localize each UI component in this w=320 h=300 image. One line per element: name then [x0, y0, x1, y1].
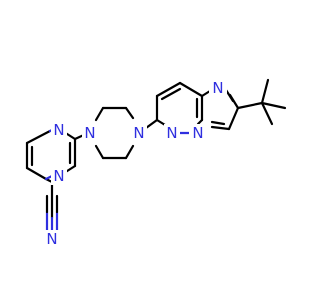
bond [260, 101, 287, 110]
bond [94, 144, 105, 160]
bond [144, 118, 159, 130]
bond [124, 106, 135, 120]
atom-labels: N N N N N N N N [44, 79, 227, 248]
bond [155, 81, 182, 98]
bond [224, 88, 235, 103]
bond [124, 144, 135, 160]
bond [200, 89, 212, 98]
bond [210, 120, 226, 126]
atom-n-pyrimidine-1: N [53, 121, 64, 139]
bond [227, 106, 240, 131]
atom-n-pyridazine: N [166, 124, 177, 142]
bond [210, 125, 231, 131]
bond [260, 78, 270, 105]
atom-n-piperazine-1: N [84, 124, 95, 142]
atom-n-nitrile: N [46, 230, 57, 248]
bond [160, 87, 182, 101]
atom-n-imidazole: N [212, 79, 223, 97]
bond [260, 101, 274, 126]
atom-n-bridgehead: N [192, 124, 203, 142]
atom-n-piperazine-4: N [133, 124, 144, 142]
molecule-structure-diagram: N N N N N N N N [25, 78, 287, 248]
bond [236, 101, 264, 110]
bond [25, 166, 48, 181]
bonds [25, 78, 287, 220]
bond [196, 118, 204, 126]
atom-n-pyrimidine-3: N [53, 167, 64, 185]
bond [25, 129, 52, 145]
bond [178, 81, 204, 98]
bond [94, 106, 105, 122]
